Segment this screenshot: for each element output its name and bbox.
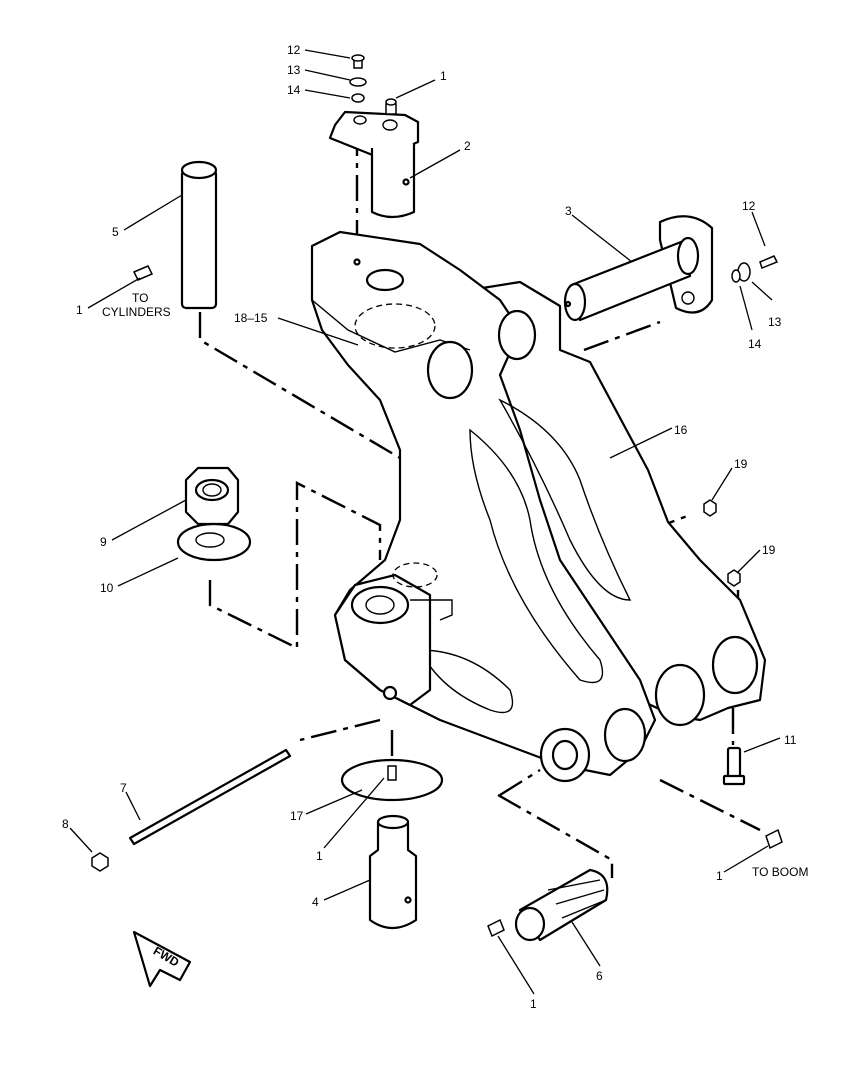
- lever-assembly: [310, 230, 767, 783]
- callout-10: 10: [100, 581, 114, 595]
- pin-part-6: [514, 868, 609, 942]
- callout-19: 19: [762, 543, 776, 557]
- callout-9: 9: [100, 535, 107, 549]
- nut-part-8: [91, 852, 109, 872]
- nuts-part-19: [703, 499, 741, 587]
- pin-part-2: [370, 143, 416, 219]
- callout-13: 13: [287, 63, 301, 77]
- callout-2: 2: [464, 139, 471, 153]
- callout-12: 12: [287, 43, 301, 57]
- callout-11: 11: [784, 733, 797, 747]
- callout-3: 3: [565, 204, 572, 218]
- callout-1: 1: [716, 869, 723, 883]
- callout-14: 14: [287, 83, 301, 97]
- callout-8: 8: [62, 817, 69, 831]
- callout-4: 4: [312, 895, 319, 909]
- pin-part-5: [180, 160, 218, 310]
- grease-fittings-part-1: [132, 265, 783, 938]
- top-hardware: [349, 54, 397, 115]
- washer-part-17: [340, 758, 444, 802]
- pin-part-3: [563, 215, 714, 322]
- callout-1: 1: [530, 997, 537, 1011]
- callout-1: 1: [76, 303, 83, 317]
- callout-12: 12: [742, 199, 756, 213]
- to-cylinders-note-line1: TO: [132, 291, 148, 305]
- callout-7: 7: [120, 781, 127, 795]
- callout-16: 16: [674, 423, 688, 437]
- callout-labels: 12 13 14 1 2 5 1 3 12 13 14 18–15 16 19 …: [62, 43, 797, 1011]
- to-boom-note: TO BOOM: [752, 865, 808, 879]
- callout-18-15: 18–15: [234, 311, 268, 325]
- callout-14: 14: [748, 337, 762, 351]
- pin-part-4: [368, 814, 418, 930]
- right-hardware: [731, 255, 779, 283]
- notes: TO CYLINDERS TO BOOM: [102, 291, 808, 879]
- leader-lines: [69, 49, 781, 995]
- callout-1: 1: [316, 849, 323, 863]
- callout-5: 5: [112, 225, 119, 239]
- callout-13: 13: [768, 315, 782, 329]
- callout-17: 17: [290, 809, 304, 823]
- bolt-part-11: [722, 746, 746, 786]
- fwd-arrow: FWD: [132, 930, 192, 988]
- callout-19: 19: [734, 457, 748, 471]
- rod-part-7: [128, 748, 292, 846]
- nut-part-9: [184, 466, 240, 526]
- washer-part-10: [176, 522, 252, 562]
- to-cylinders-note-line2: CYLINDERS: [102, 305, 171, 319]
- callout-1: 1: [440, 69, 447, 83]
- callout-6: 6: [596, 969, 603, 983]
